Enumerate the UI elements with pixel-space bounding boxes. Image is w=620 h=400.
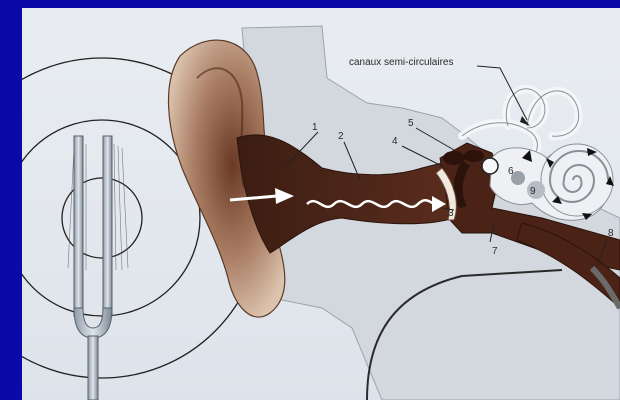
oval-window [482, 158, 498, 174]
tuning-fork-icon [74, 136, 112, 400]
cochlea [541, 144, 613, 216]
diagram-frame: canaux semi-circulaires 1 2 3 4 5 6 7 8 … [22, 8, 620, 400]
label-7: 7 [492, 246, 498, 257]
label-5: 5 [408, 118, 414, 129]
label-9: 9 [530, 186, 536, 197]
label-canaux: canaux semi-circulaires [349, 57, 453, 68]
label-6: 6 [508, 166, 514, 177]
label-8: 8 [608, 228, 614, 239]
label-1: 1 [312, 122, 318, 133]
label-2: 2 [338, 131, 344, 142]
label-3: 3 [448, 208, 454, 219]
ear-diagram: canaux semi-circulaires 1 2 3 4 5 6 7 8 … [22, 8, 620, 400]
label-4: 4 [392, 136, 398, 147]
